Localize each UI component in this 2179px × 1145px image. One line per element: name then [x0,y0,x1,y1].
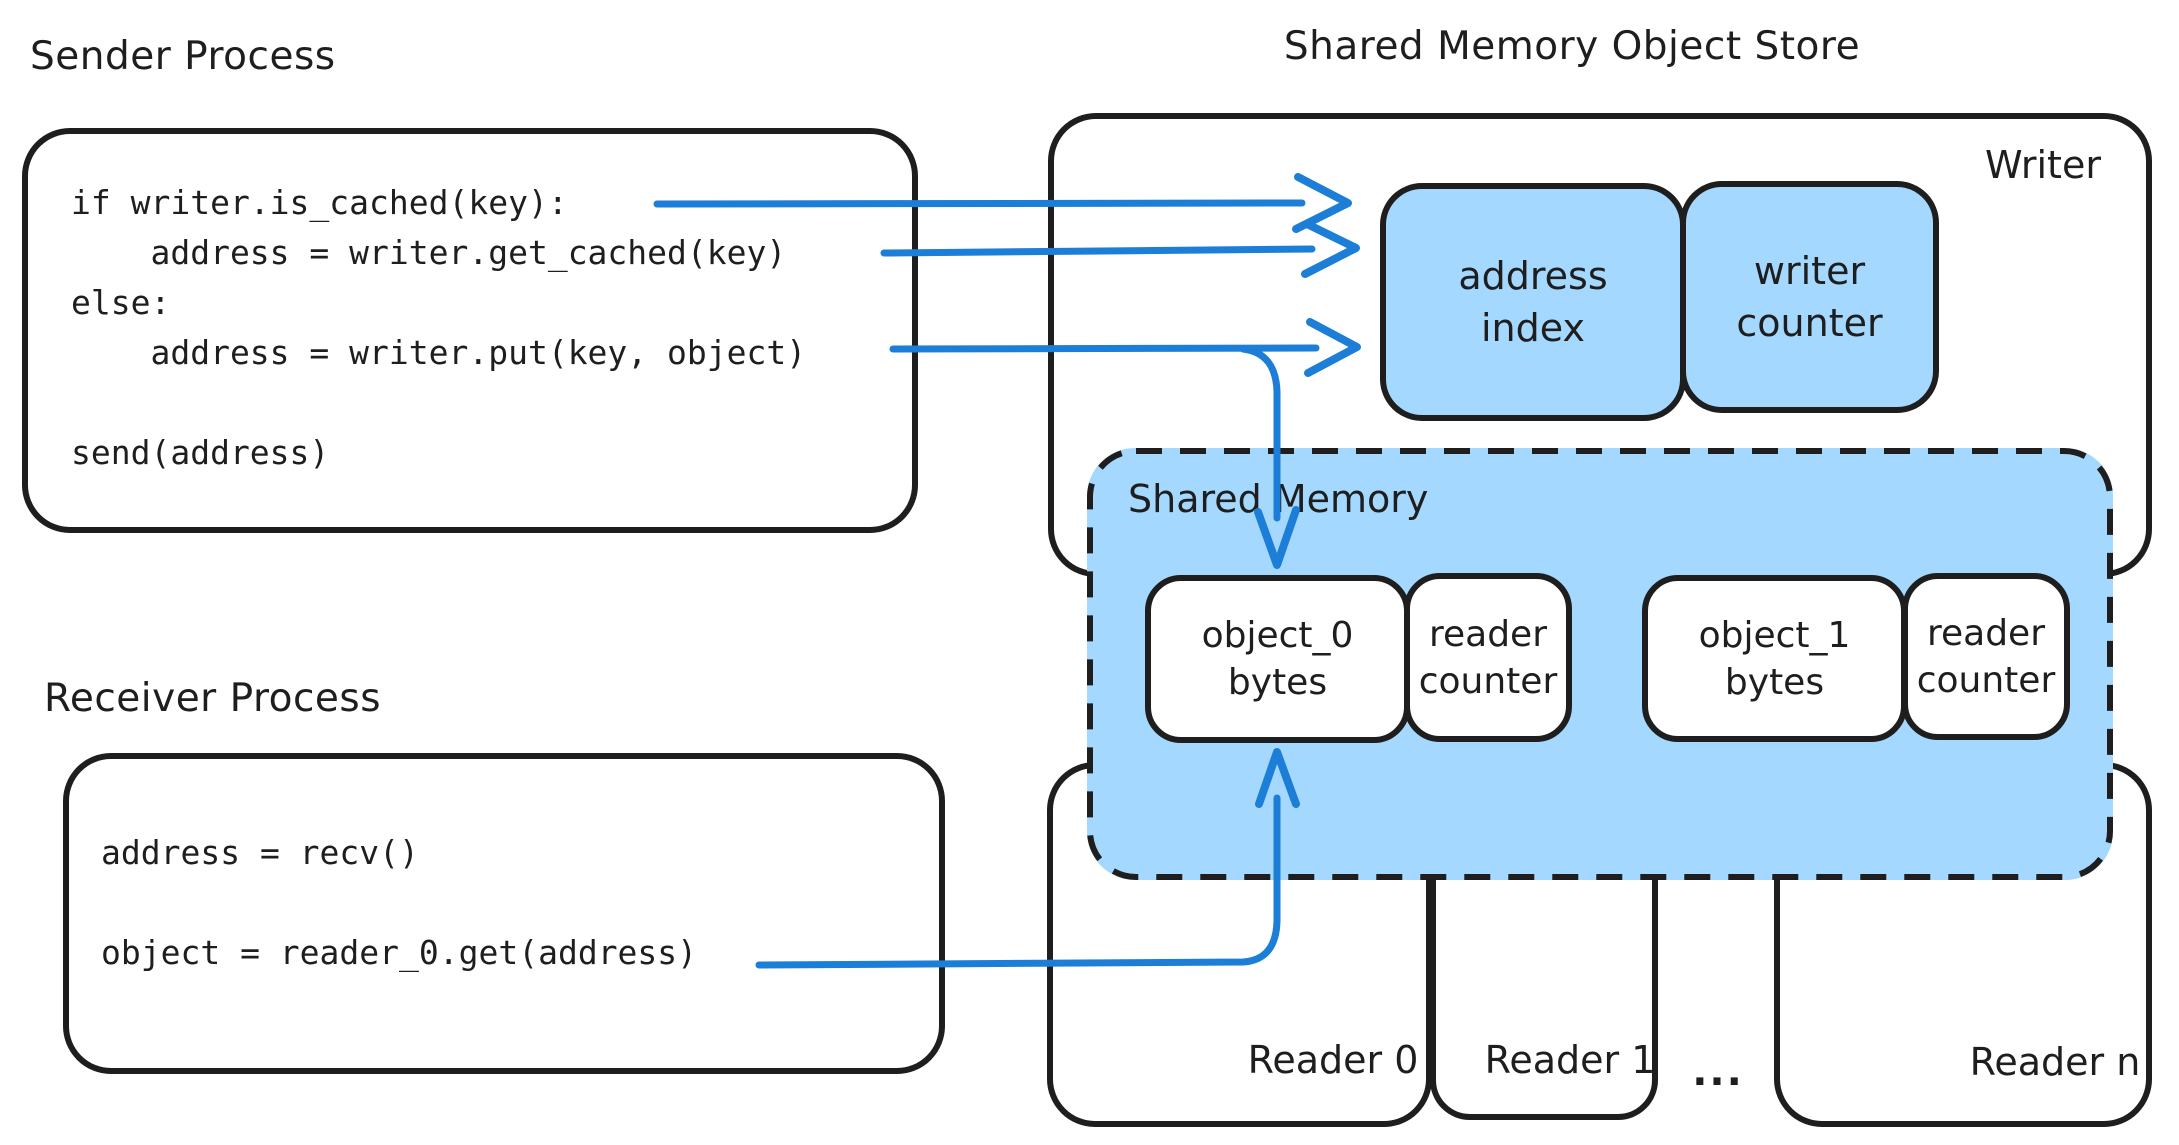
sender-process-title: Sender Process [30,34,336,79]
reader-counter-0-box: reader counter [1404,573,1572,742]
sender-code: if writer.is_cached(key): address = writ… [71,183,807,472]
receiver-code-box: address = recv() object = reader_0.get(a… [63,753,945,1074]
receiver-process-title: Receiver Process [44,676,382,721]
reader-n-label: Reader n [1969,1040,2141,1084]
shared-memory-object-store-title: Shared Memory Object Store [1283,24,1861,69]
object-1-bytes-box: object_1 bytes [1642,575,1907,742]
writer-counter-box: writer counter [1680,181,1939,413]
receiver-code: address = recv() object = reader_0.get(a… [101,833,698,972]
address-index-box: address index [1380,183,1686,421]
reader-1-label: Reader 1 [1484,1038,1656,1082]
shared-memory-label: Shared Memory [1128,477,1429,521]
readers-ellipsis: ... [1692,1049,1744,1095]
reader-counter-1-box: reader counter [1902,573,2070,740]
writer-label: Writer [1985,143,2101,187]
reader-0-label: Reader 0 [1247,1038,1419,1082]
sender-code-box: if writer.is_cached(key): address = writ… [22,128,918,533]
object-0-bytes-box: object_0 bytes [1145,575,1410,743]
